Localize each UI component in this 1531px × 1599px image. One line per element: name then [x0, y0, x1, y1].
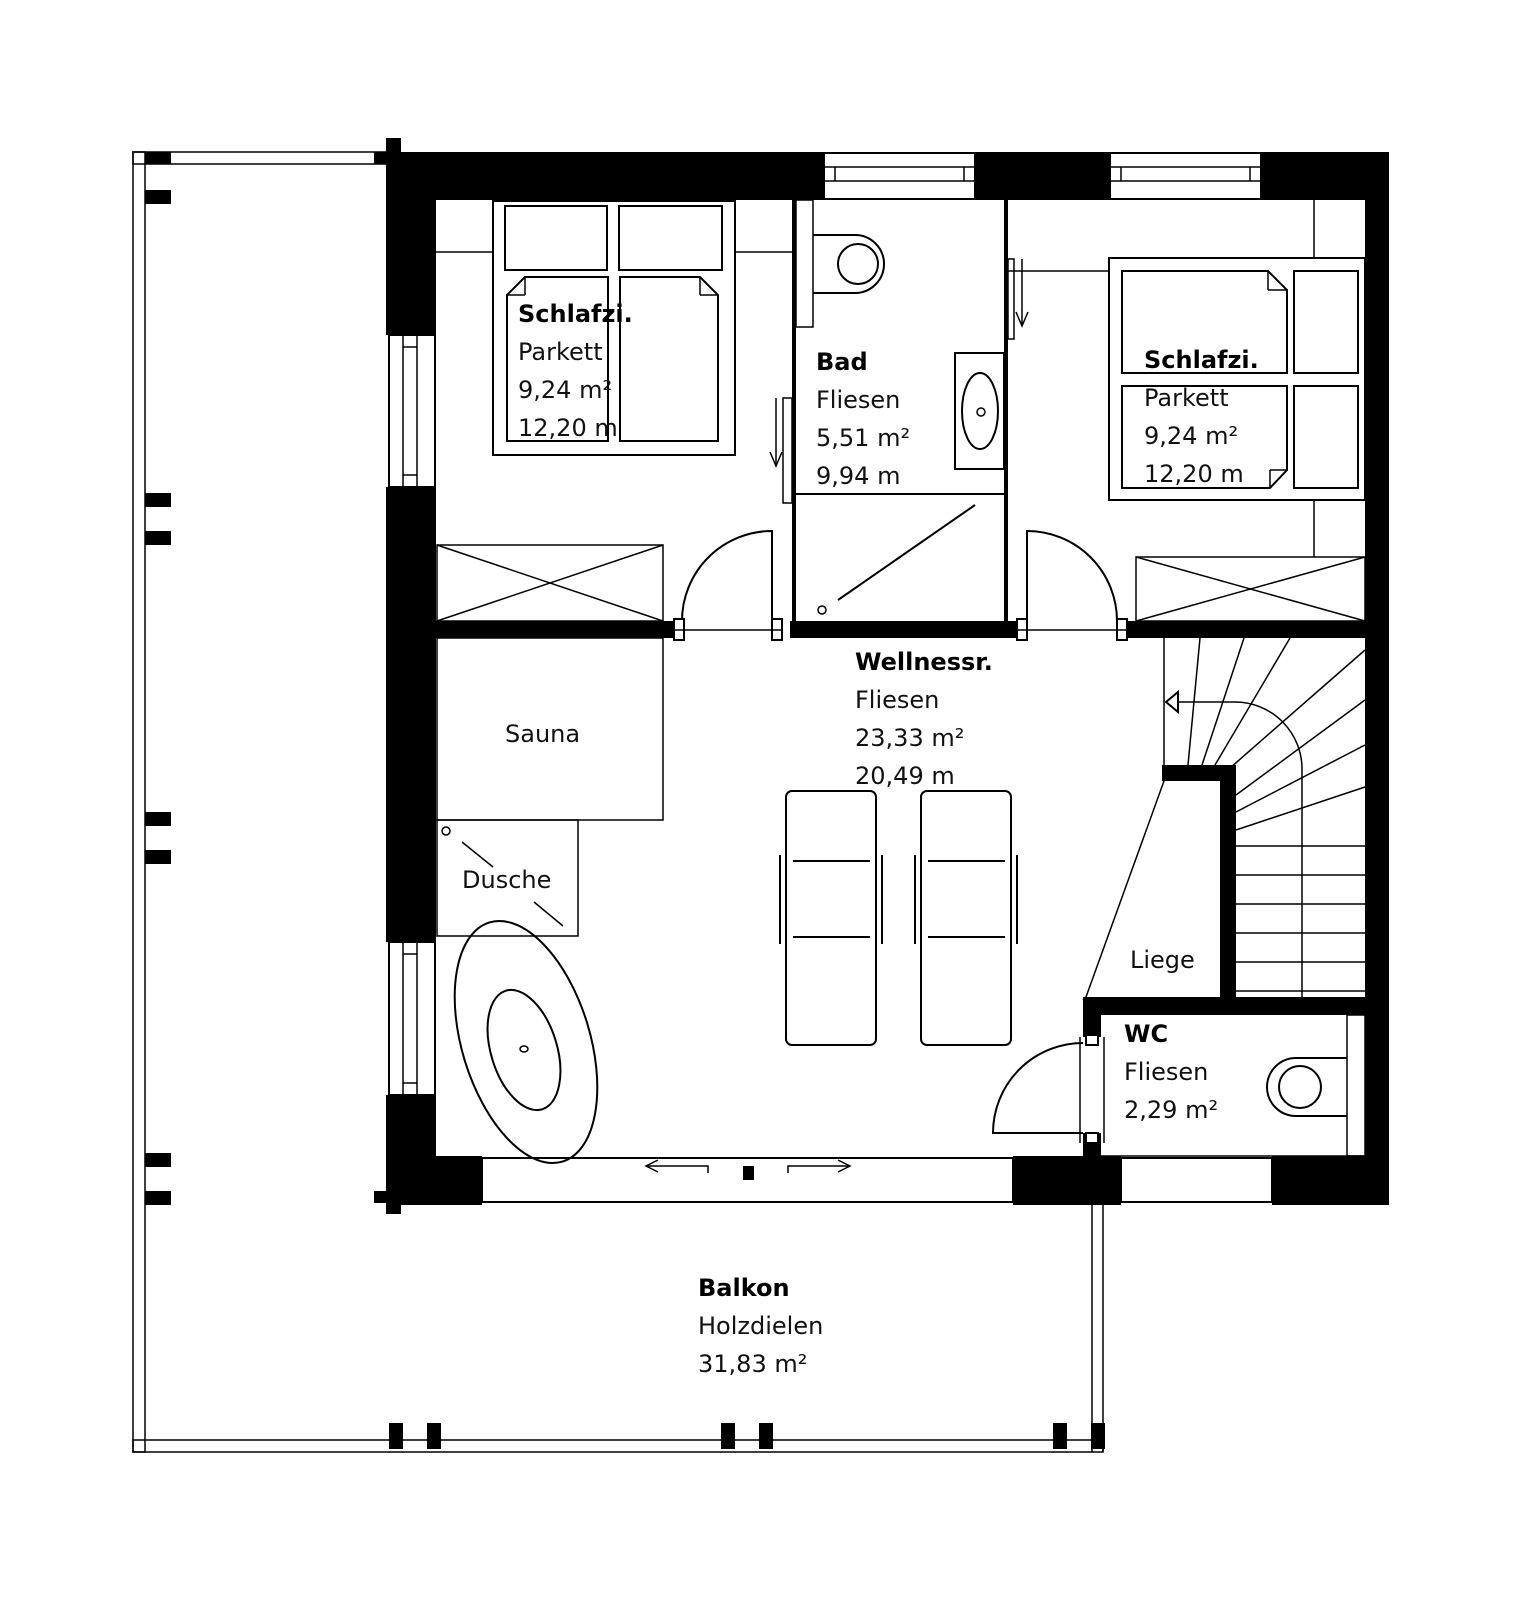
- room-perimeter: 12,20 m: [1144, 460, 1244, 488]
- room-label-balkon: Balkon Holzdielen 31,83 m²: [698, 1274, 823, 1378]
- wc-fixtures: [1101, 1014, 1366, 1157]
- room-name: Wellnessr.: [855, 648, 993, 676]
- room-area: 31,83 m²: [698, 1350, 807, 1378]
- room-label-wellnessraum: Wellnessr. Fliesen 23,33 m² 20,49 m: [855, 648, 993, 790]
- liege-area: [1082, 638, 1165, 1001]
- liege-label: Liege: [1130, 946, 1195, 974]
- bed-right: [1008, 200, 1366, 557]
- room-floor: Parkett: [518, 338, 603, 366]
- bathtub: [453, 920, 599, 1164]
- staircase: [1164, 637, 1366, 997]
- room-floor: Fliesen: [816, 386, 900, 414]
- room-name: Schlafzi.: [518, 300, 633, 328]
- door-wc: [991, 1034, 1105, 1144]
- room-label-wc: WC Fliesen 2,29 m²: [1124, 1020, 1218, 1124]
- room-floor: Fliesen: [855, 686, 939, 714]
- room-area: 2,29 m²: [1124, 1096, 1218, 1124]
- balcony-railing: [132, 151, 1105, 1453]
- room-label-bad: Bad Fliesen 5,51 m² 9,94 m: [816, 348, 910, 490]
- room-perimeter: 20,49 m: [855, 762, 955, 790]
- sliding-door-bad-left: [769, 397, 793, 504]
- room-area: 5,51 m²: [816, 424, 910, 452]
- windows: [388, 152, 1273, 1203]
- room-area: 23,33 m²: [855, 724, 964, 752]
- shower: [436, 819, 579, 937]
- dusche-label: Dusche: [462, 866, 551, 894]
- room-area: 9,24 m²: [1144, 422, 1238, 450]
- room-area: 9,24 m²: [518, 376, 612, 404]
- sliding-door-arrows: [644, 1159, 852, 1180]
- room-name: Schlafzi.: [1144, 346, 1259, 374]
- exterior-walls: [374, 138, 1389, 1214]
- room-name: Balkon: [698, 1274, 790, 1302]
- room-name: Bad: [816, 348, 868, 376]
- room-perimeter: 12,20 m: [518, 414, 618, 442]
- loungers: [779, 790, 1018, 1046]
- sliding-door-bad-right: [1007, 258, 1029, 340]
- interior-walls: [436, 200, 1365, 1156]
- room-floor: Fliesen: [1124, 1058, 1208, 1086]
- room-label-schlafzimmer-1: Schlafzi. Parkett 9,24 m² 12,20 m: [518, 300, 633, 442]
- room-label-schlafzimmer-2: Schlafzi. Parkett 9,24 m² 12,20 m: [1144, 346, 1259, 488]
- wardrobe-left: [436, 544, 664, 622]
- door-bedroom-left: [672, 529, 783, 641]
- room-floor: Holzdielen: [698, 1312, 823, 1340]
- room-floor: Parkett: [1144, 384, 1229, 412]
- room-name: WC: [1124, 1020, 1168, 1048]
- room-perimeter: 9,94 m: [816, 462, 900, 490]
- sauna-label: Sauna: [505, 720, 580, 748]
- door-bedroom-right: [1016, 529, 1128, 641]
- bad-fixtures: [795, 199, 1005, 615]
- bed-left: [436, 200, 792, 456]
- wardrobe-right: [1135, 556, 1366, 622]
